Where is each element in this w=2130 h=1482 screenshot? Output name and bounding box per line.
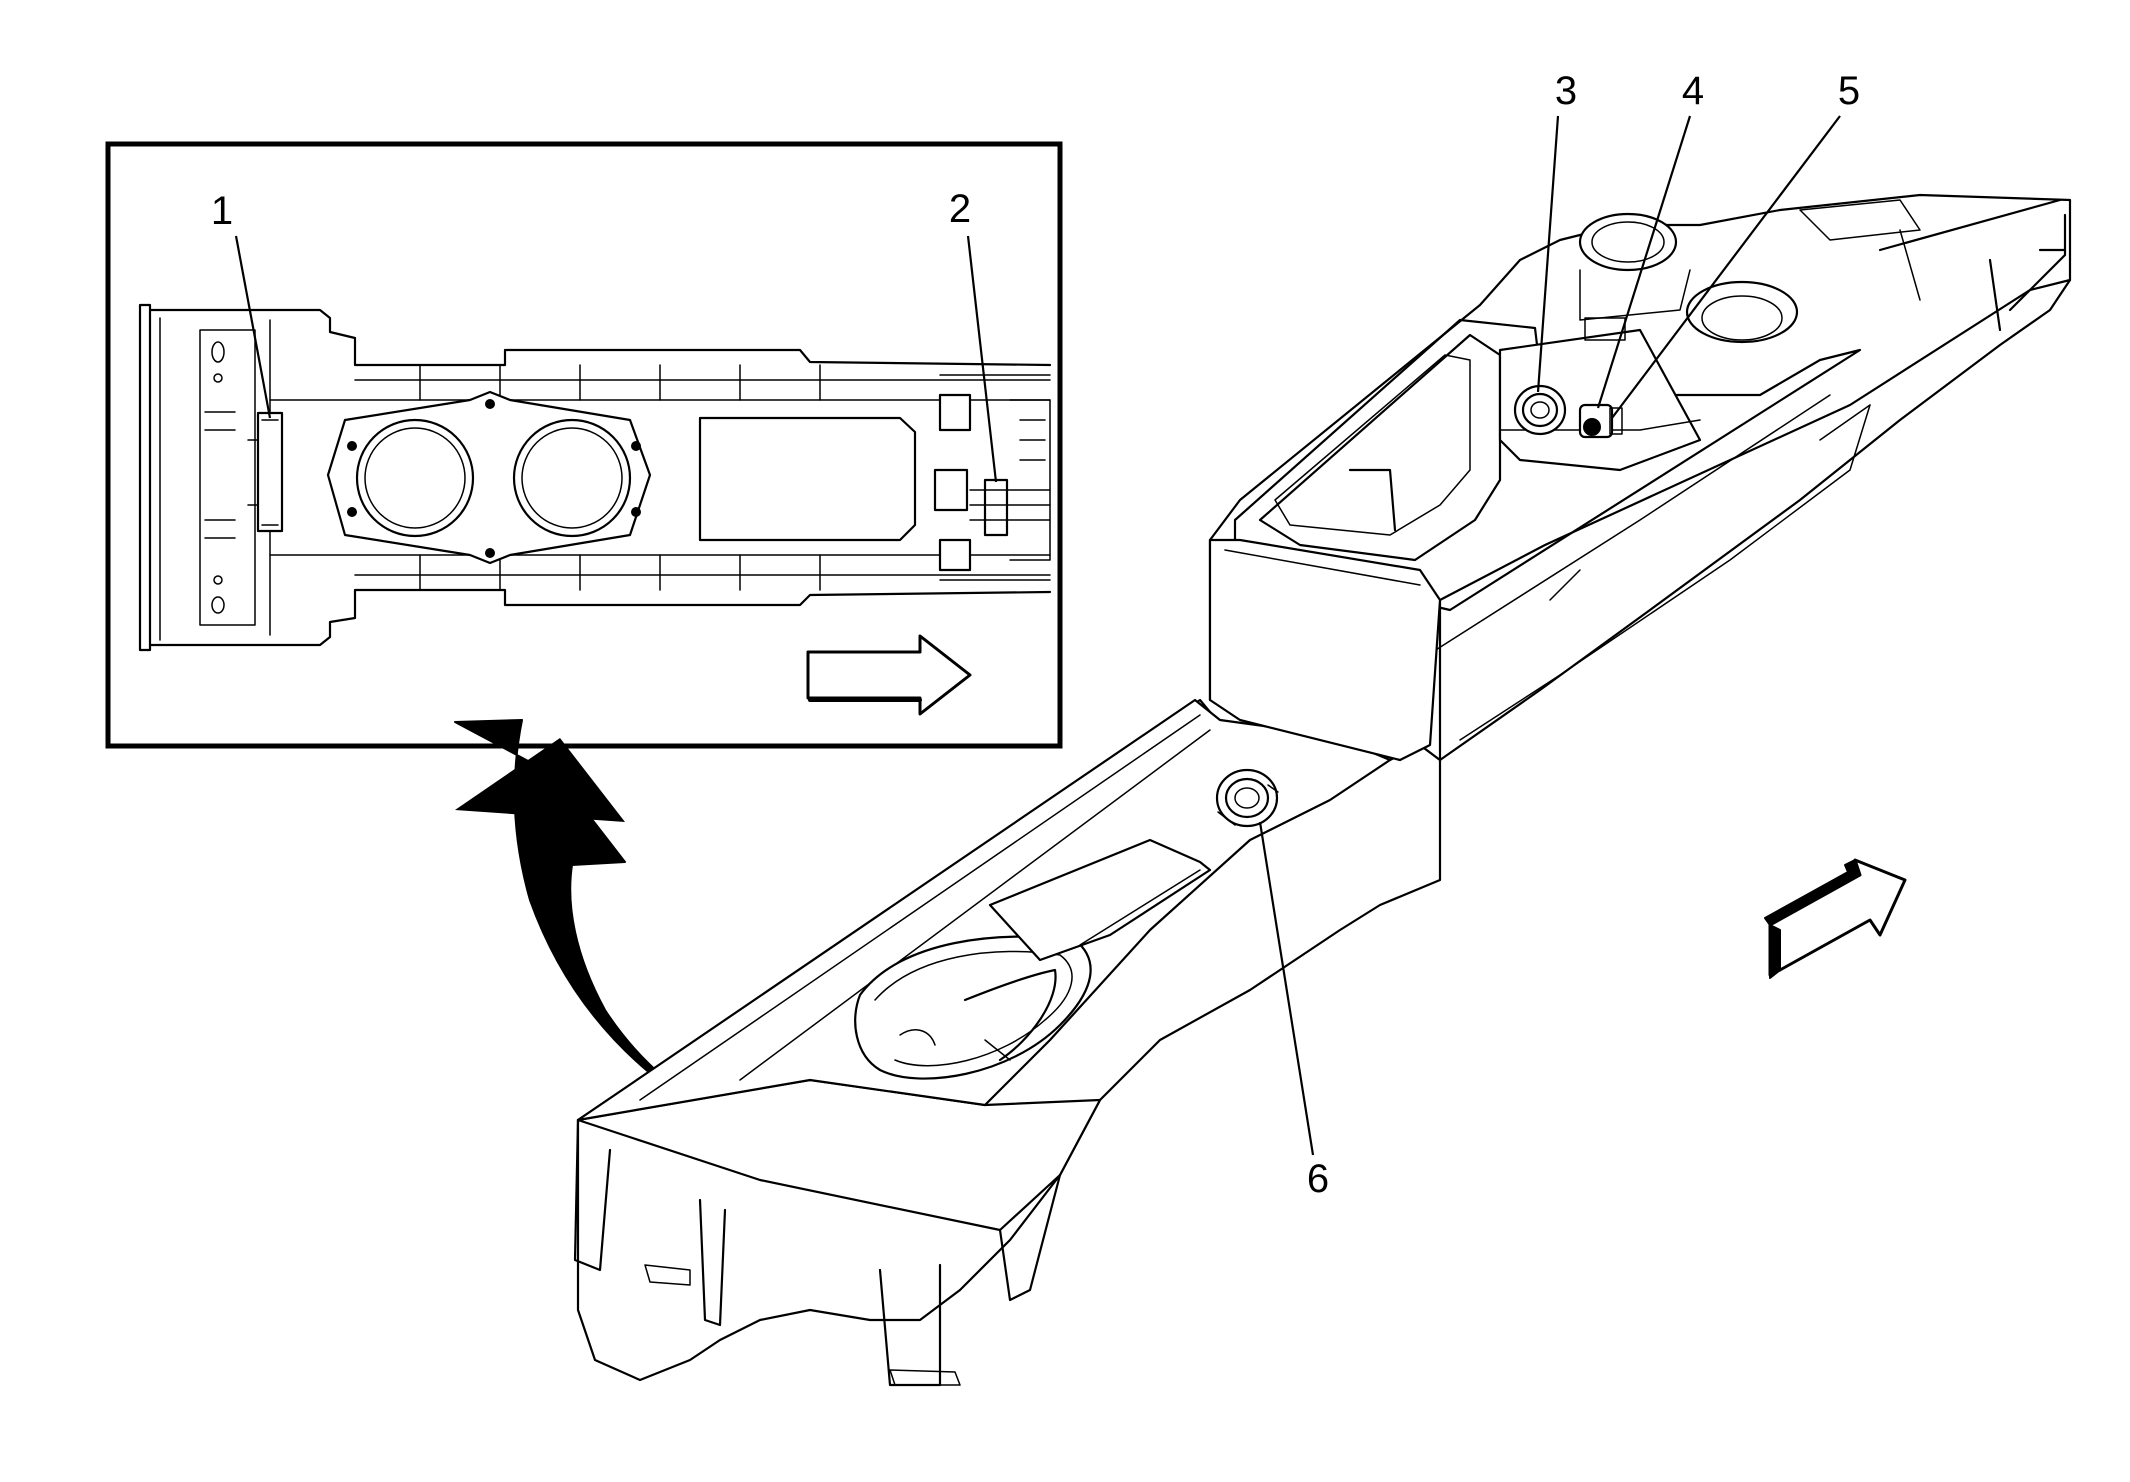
callout-5-label: 5 bbox=[1838, 69, 1860, 113]
callout-4: 4 bbox=[1596, 69, 1704, 409]
callout-6-label: 6 bbox=[1307, 1157, 1329, 1201]
callout-4-label: 4 bbox=[1682, 69, 1704, 113]
front-power-outlet bbox=[1215, 768, 1279, 828]
callout-3: 3 bbox=[1536, 69, 1577, 393]
inset-forward-arrow bbox=[806, 634, 972, 716]
inset-console-outline bbox=[138, 303, 1052, 652]
vehicle-forward-arrow bbox=[1764, 858, 1907, 979]
front-cupholder bbox=[854, 935, 1092, 1080]
callout-2-label: 2 bbox=[949, 187, 971, 231]
aux-input-jack bbox=[1578, 403, 1623, 439]
callout-5: 5 bbox=[1611, 69, 1860, 419]
callout-2: 2 bbox=[949, 187, 998, 483]
inset-detail-view: 1 2 bbox=[105, 141, 1063, 749]
callout-1: 1 bbox=[211, 189, 272, 419]
callout-1-label: 1 bbox=[211, 189, 233, 233]
callout-6: 6 bbox=[1258, 821, 1329, 1201]
inset-connector-2 bbox=[983, 478, 1009, 537]
rear-power-outlet bbox=[1513, 384, 1567, 436]
callout-3-label: 3 bbox=[1555, 69, 1577, 113]
inset-connector-1 bbox=[256, 411, 284, 533]
